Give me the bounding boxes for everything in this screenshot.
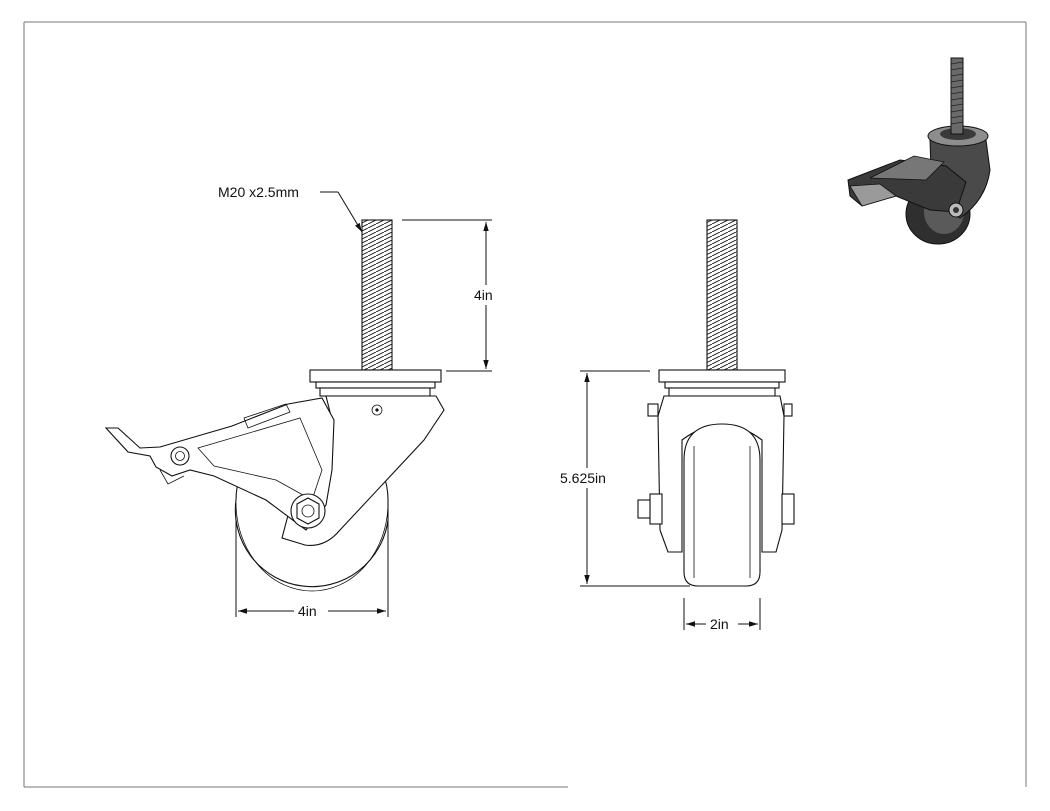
stem-length-label: 4in — [474, 287, 493, 303]
side-top-plate — [309, 369, 442, 383]
wheel-width-label: 2in — [710, 616, 729, 632]
front-threaded-stem — [706, 219, 738, 371]
isometric-view — [847, 57, 991, 245]
side-view: M20 x2.5mm 4in 4in — [104, 184, 500, 620]
front-top-plate — [658, 369, 786, 383]
wheel-diameter-label: 4in — [298, 603, 317, 619]
thread-spec-label: M20 x2.5mm — [218, 184, 299, 200]
sheet-border — [23, 21, 1027, 788]
iso-threaded-stem — [950, 57, 964, 135]
side-threaded-stem — [361, 219, 393, 371]
side-brake-lever — [104, 397, 335, 531]
overall-height-label: 5.625in — [560, 470, 606, 486]
front-view: 5.625in 2in — [556, 219, 795, 633]
front-wheel — [683, 423, 761, 587]
